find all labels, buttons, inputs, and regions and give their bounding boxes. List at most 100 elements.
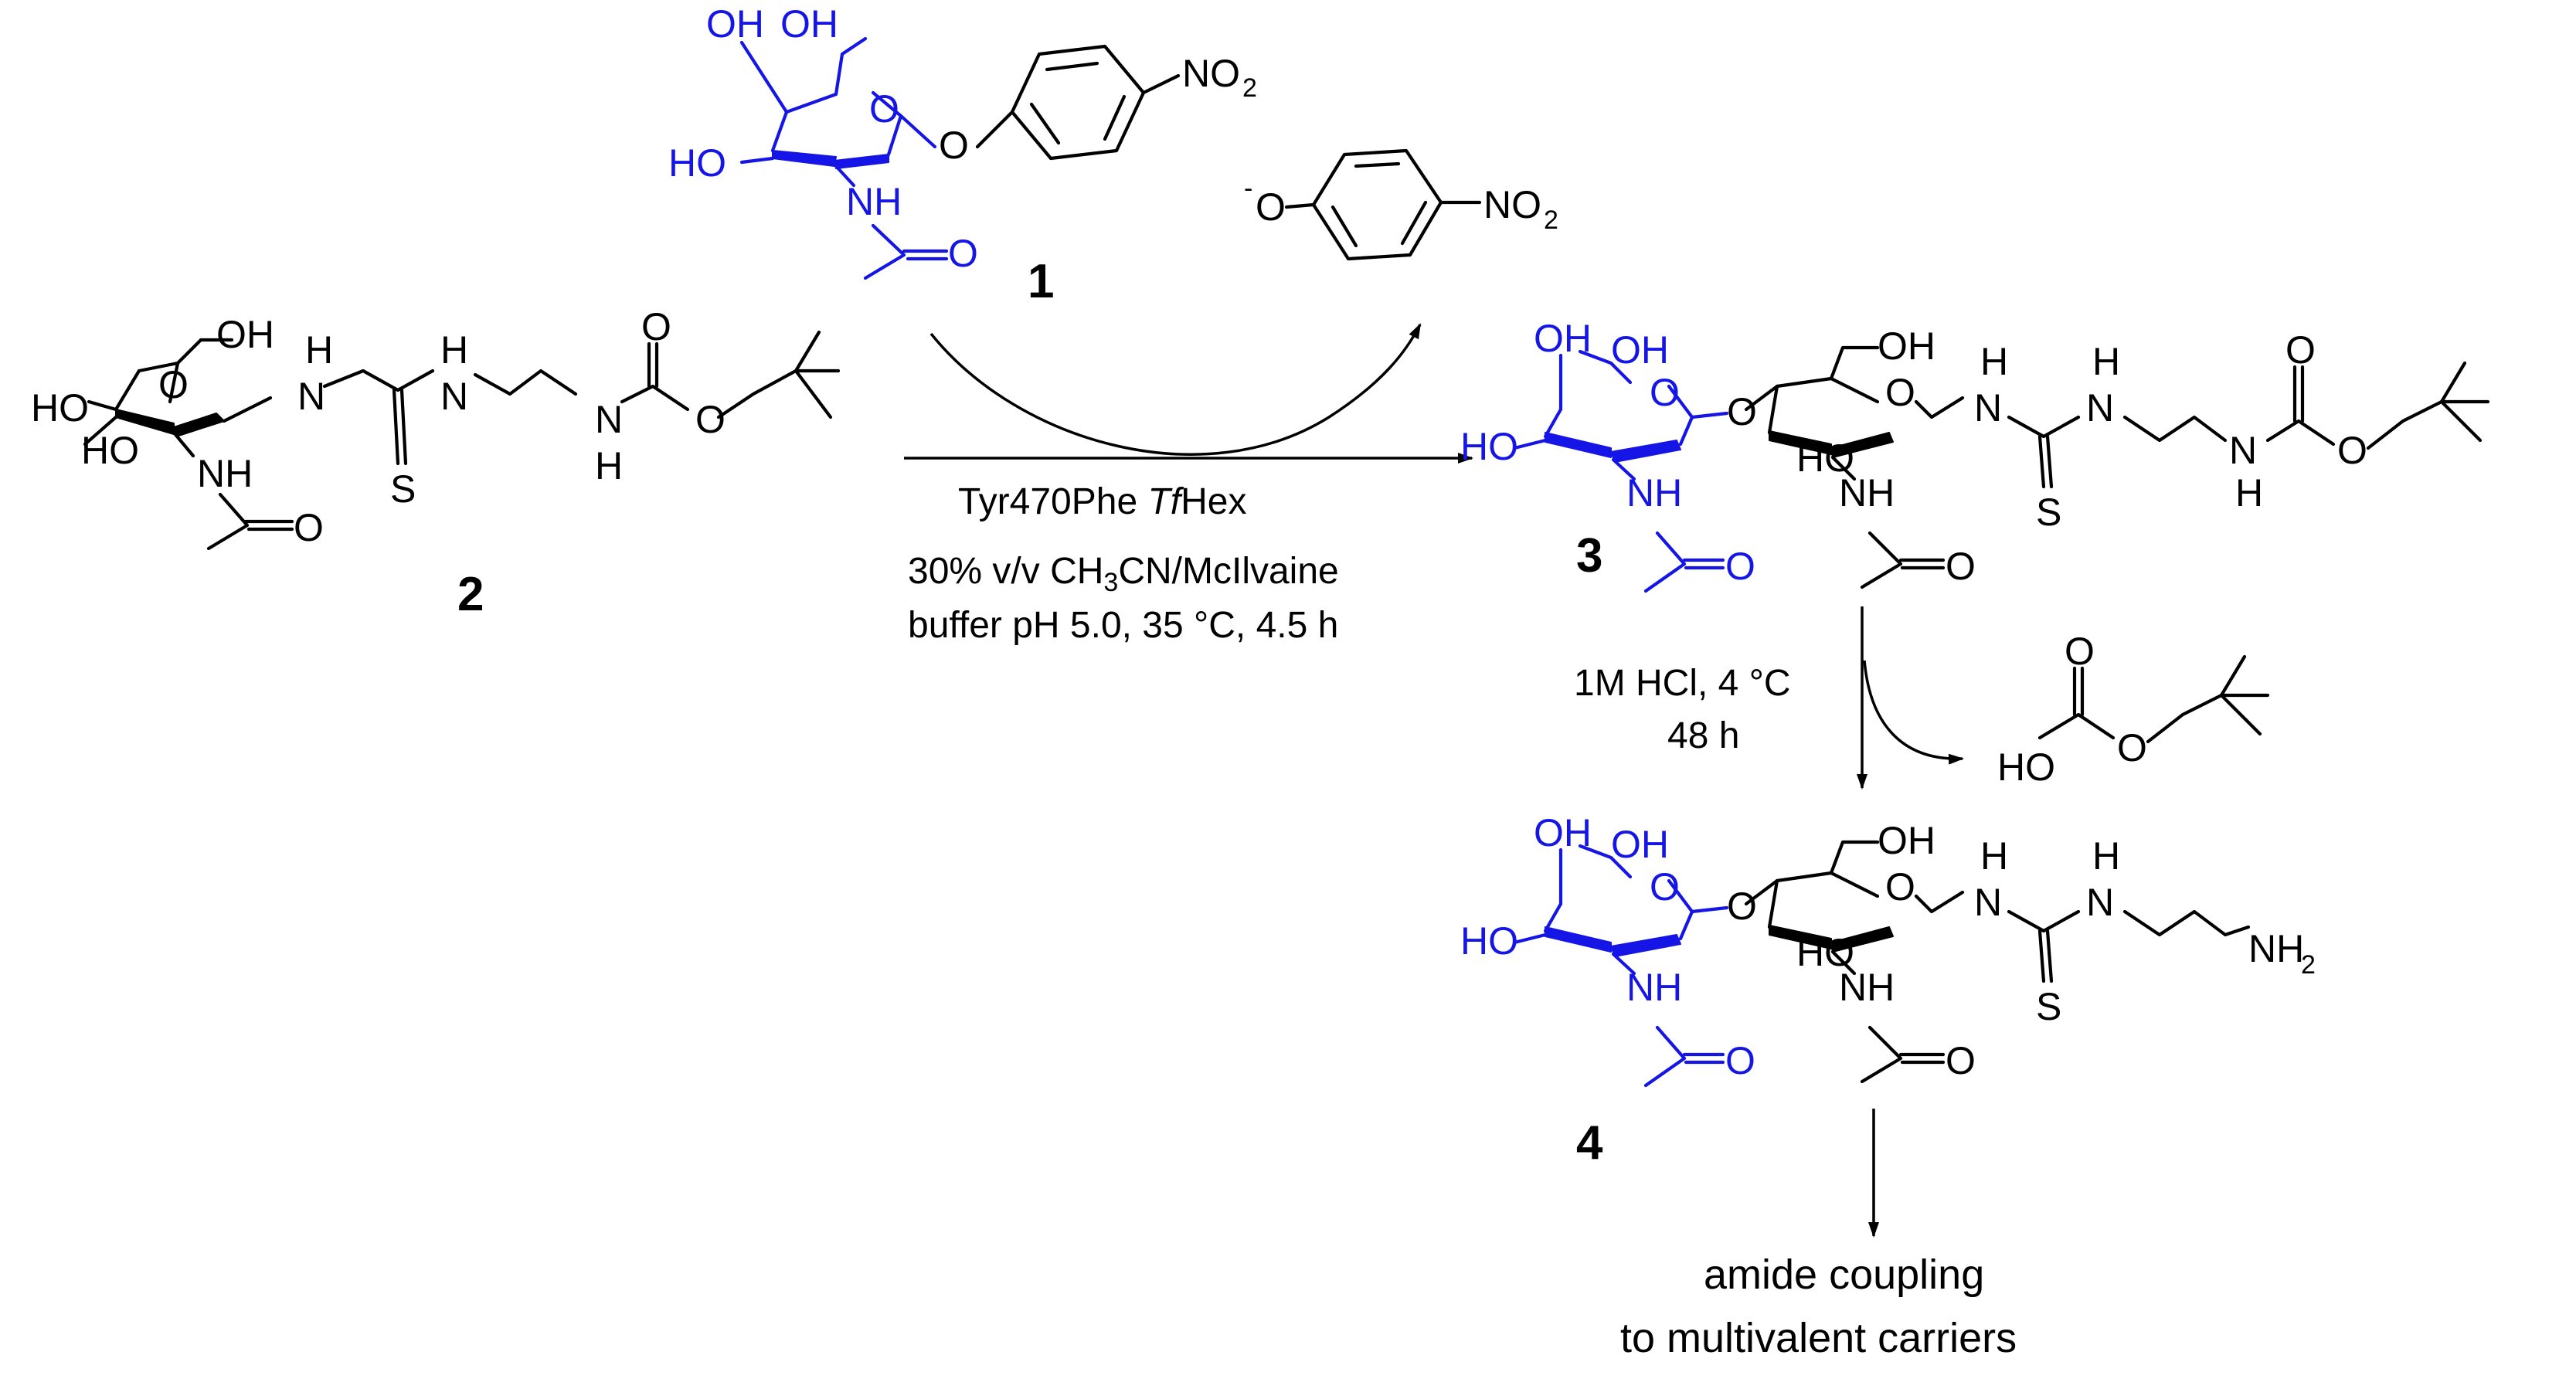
atom-label: O bbox=[1885, 865, 1915, 909]
atom-label: HO bbox=[31, 386, 89, 430]
atom-label: O bbox=[2285, 328, 2316, 372]
atom-label: O bbox=[1256, 185, 1286, 229]
atom-label: HO bbox=[1460, 425, 1518, 468]
atom-label: H bbox=[2235, 471, 2263, 515]
atom-label: O bbox=[1946, 1039, 1976, 1082]
atom-label: N bbox=[1974, 386, 2002, 430]
atom-label: H bbox=[440, 328, 468, 372]
acid-label: 1M HCl, 4 °C bbox=[1574, 663, 1791, 704]
final-step-text: amide coupling to multivalent carriers bbox=[1620, 1252, 2017, 1361]
atom-label: NH bbox=[2248, 927, 2304, 970]
atom-label: OH bbox=[780, 2, 838, 46]
atom-label: N bbox=[440, 375, 468, 418]
atom-subscript: 2 bbox=[1544, 205, 1558, 235]
atom-label: O bbox=[1727, 390, 1757, 433]
atom-label: O bbox=[2337, 429, 2367, 472]
atom-label: OH bbox=[1611, 328, 1669, 372]
atom-label: HO bbox=[668, 141, 726, 185]
atom-label: O bbox=[2117, 726, 2147, 769]
atom-label: OH bbox=[1878, 324, 1935, 368]
atom-label: NH bbox=[846, 180, 902, 223]
release-curved-arrow bbox=[929, 323, 1422, 456]
solvent-label: 30% v/v CH3CN/McIlvaine bbox=[908, 551, 1339, 597]
compound-3-atoms: OH OH O HO NH O O OH O HO NH O N H N H S… bbox=[1460, 317, 2367, 588]
atom-label: O bbox=[1946, 545, 1976, 588]
atom-label: H bbox=[1980, 834, 2008, 878]
atom-label: OH bbox=[1878, 819, 1935, 862]
nitrophenolate-atoms: - O NO 2 bbox=[1244, 174, 1558, 235]
atom-label: O bbox=[1650, 865, 1680, 909]
compound-label-2: 2 bbox=[457, 568, 484, 621]
compound-2-structure bbox=[83, 330, 841, 551]
boc-release-curved-arrow bbox=[1863, 660, 1964, 765]
atom-label: NH bbox=[1626, 471, 1682, 515]
atom-subscript: 2 bbox=[2301, 950, 2316, 980]
atom-label: H bbox=[595, 444, 623, 487]
compound-3-structure bbox=[1512, 345, 2490, 593]
main-reaction-conditions: Tyr470Phe TfHex 30% v/v CH3CN/McIlvaine … bbox=[908, 481, 1339, 646]
atom-label: OH bbox=[1534, 317, 1592, 360]
atom-label: O bbox=[294, 506, 324, 549]
nitrophenolate-structure bbox=[1284, 148, 1482, 261]
atom-label: H bbox=[1980, 340, 2008, 383]
charge-label: - bbox=[1244, 174, 1252, 203]
atom-label: HO bbox=[1796, 931, 1854, 974]
atom-label: OH bbox=[216, 313, 274, 356]
atom-label: S bbox=[390, 467, 416, 511]
atom-label: O bbox=[1725, 545, 1755, 588]
time-label: 48 h bbox=[1667, 715, 1739, 756]
compound-4-structure bbox=[1512, 840, 2251, 1088]
atom-label: OH bbox=[706, 2, 764, 46]
atom-label: NH bbox=[1626, 966, 1682, 1009]
atom-subscript: 2 bbox=[1242, 73, 1257, 103]
compound-label-1: 1 bbox=[1028, 255, 1054, 308]
compound-4-atoms: OH OH O HO NH O O OH O HO NH O N H N H S… bbox=[1460, 811, 2316, 1170]
final-step-line-1: amide coupling bbox=[1704, 1252, 1984, 1298]
atom-label: O bbox=[1725, 1039, 1755, 1082]
atom-label: O bbox=[869, 87, 899, 131]
atom-label: H bbox=[305, 328, 333, 372]
compound-1-atoms: OH OH O HO NH O O NO 2 1 bbox=[668, 2, 1257, 308]
atom-label: O bbox=[641, 305, 671, 348]
atom-label: O bbox=[1727, 885, 1757, 928]
atom-label: HO bbox=[1796, 436, 1854, 480]
atom-label: H bbox=[2092, 834, 2120, 878]
atom-label: O bbox=[948, 232, 978, 275]
compound-1-structure bbox=[739, 36, 1181, 280]
atom-label: O bbox=[1885, 371, 1915, 414]
atom-label: HO bbox=[81, 429, 139, 472]
atom-label: HO bbox=[1997, 746, 2055, 789]
atom-label: O bbox=[1650, 371, 1680, 414]
atom-label: S bbox=[2036, 985, 2061, 1028]
buffer-label: buffer pH 5.0, 35 °C, 4.5 h bbox=[908, 605, 1338, 646]
atom-label: OH bbox=[1611, 823, 1669, 866]
atom-label: N bbox=[2086, 386, 2114, 430]
atom-label: N bbox=[297, 375, 325, 418]
atom-label: O bbox=[158, 363, 189, 406]
atom-label: N bbox=[595, 398, 623, 441]
atom-label: O bbox=[2065, 630, 2095, 673]
atom-label: NH bbox=[1839, 966, 1895, 1009]
boc-byproduct-atoms: HO O O bbox=[1997, 630, 2147, 789]
compound-label-4: 4 bbox=[1576, 1116, 1603, 1170]
final-step-line-2: to multivalent carriers bbox=[1620, 1315, 2017, 1361]
atom-label: NH bbox=[197, 452, 253, 495]
atom-label: NO bbox=[1483, 183, 1541, 226]
compound-2-atoms: OH HO HO O N H N H S NH O N H O O 2 bbox=[31, 305, 726, 621]
atom-label: O bbox=[695, 398, 726, 441]
atom-label: N bbox=[2229, 429, 2257, 472]
enzyme-label: Tyr470Phe TfHex bbox=[958, 481, 1247, 522]
atom-label: N bbox=[1974, 881, 2002, 924]
atom-label: N bbox=[2086, 881, 2114, 924]
atom-label: NO bbox=[1182, 52, 1240, 95]
deprotection-conditions: 1M HCl, 4 °C 48 h bbox=[1574, 663, 1791, 756]
atom-label: H bbox=[2092, 340, 2120, 383]
atom-label: O bbox=[939, 124, 969, 167]
atom-label: NH bbox=[1839, 471, 1895, 515]
compound-label-3: 3 bbox=[1576, 529, 1602, 583]
atom-label: S bbox=[2036, 491, 2061, 534]
atom-label: OH bbox=[1534, 811, 1592, 854]
boc-byproduct-structure bbox=[2037, 654, 2270, 744]
atom-label: HO bbox=[1460, 919, 1518, 963]
